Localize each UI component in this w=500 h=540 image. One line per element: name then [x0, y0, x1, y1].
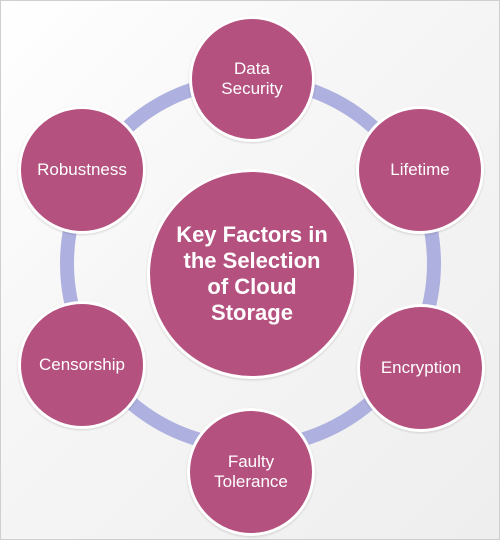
- factor-node-faulty-tolerance: Faulty Tolerance: [187, 408, 315, 536]
- factor-node-robustness: Robustness: [18, 106, 146, 234]
- factor-label: Lifetime: [390, 160, 450, 179]
- factor-label: Data Security: [221, 59, 283, 98]
- center-node: Key Factors in the Selection of Cloud St…: [147, 169, 357, 379]
- factor-node-lifetime: Lifetime: [356, 106, 484, 234]
- factor-node-censorship: Censorship: [18, 301, 146, 429]
- factor-label: Censorship: [39, 355, 125, 374]
- factor-label: Robustness: [37, 160, 127, 179]
- factor-node-encryption: Encryption: [357, 304, 485, 432]
- factor-node-data-security: Data Security: [189, 16, 315, 142]
- factor-label: Faulty Tolerance: [214, 452, 288, 491]
- center-node-label: Key Factors in the Selection of Cloud St…: [176, 222, 328, 325]
- factor-label: Encryption: [380, 358, 462, 377]
